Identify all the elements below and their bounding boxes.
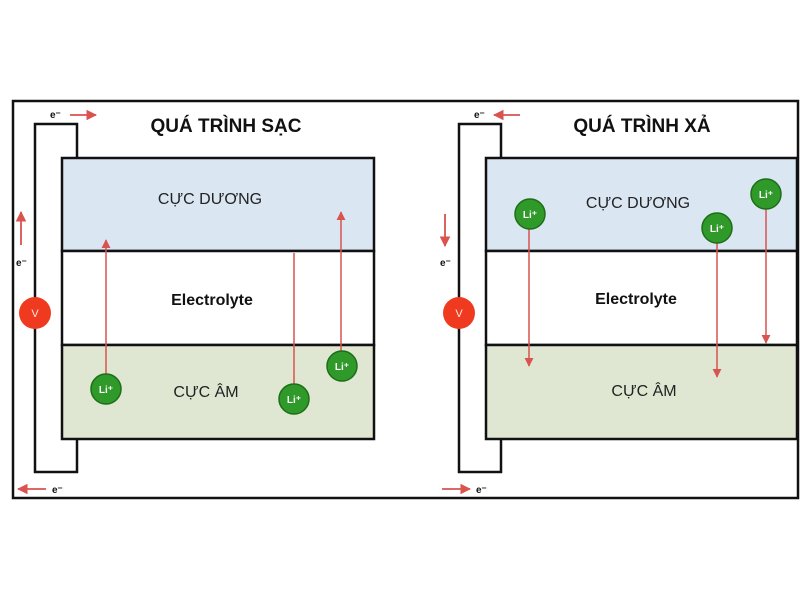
charge-negative-label: CỰC ÂM [173,382,238,401]
svg-text:Li⁺: Li⁺ [759,190,773,201]
charge-electron-side-label: e⁻ [16,258,27,269]
discharge-negative-label: CỰC ÂM [611,381,676,400]
charge-ion-3: Li⁺ [326,350,358,382]
discharge-electron-top-label: e⁻ [474,110,485,121]
charge-electron-bottom-label: e⁻ [52,485,63,496]
charge-positive-electrode [60,156,376,253]
charge-title: QUÁ TRÌNH SẠC [151,115,302,137]
discharge-ion-2: Li⁺ [701,212,733,244]
discharge-electron-bottom-label: e⁻ [476,485,487,496]
svg-text:V: V [455,308,463,320]
discharge-ion-1: Li⁺ [514,198,546,230]
charge-ion-2: Li⁺ [278,383,310,415]
svg-text:Li⁺: Li⁺ [523,210,537,221]
discharge-voltmeter: V [443,297,475,329]
svg-text:Li⁺: Li⁺ [287,395,301,406]
charge-electron-top-label: e⁻ [50,110,61,121]
discharge-electron-side-label: e⁻ [440,258,451,269]
discharge-electrolyte-label: Electrolyte [595,291,677,308]
charge-panel: QUÁ TRÌNH SẠC CỰC DƯƠNG Electrolyte CỰC … [15,109,376,496]
discharge-negative-electrode [484,343,799,441]
discharge-positive-label: CỰC DƯƠNG [586,195,690,212]
svg-text:Li⁺: Li⁺ [710,224,724,235]
discharge-electrolyte [484,249,799,347]
charge-voltmeter: V [19,297,51,329]
charge-electrolyte-label: Electrolyte [171,292,253,309]
discharge-title: QUÁ TRÌNH XẢ [573,115,711,137]
charge-positive-label: CỰC DƯƠNG [158,191,262,208]
discharge-ion-3: Li⁺ [750,178,782,210]
charge-ion-1: Li⁺ [90,373,122,405]
svg-text:Li⁺: Li⁺ [335,362,349,373]
svg-text:Li⁺: Li⁺ [99,385,113,396]
svg-text:V: V [31,308,39,320]
discharge-panel: QUÁ TRÌNH XẢ CỰC DƯƠNG Electrolyte CỰC Â… [439,109,799,496]
